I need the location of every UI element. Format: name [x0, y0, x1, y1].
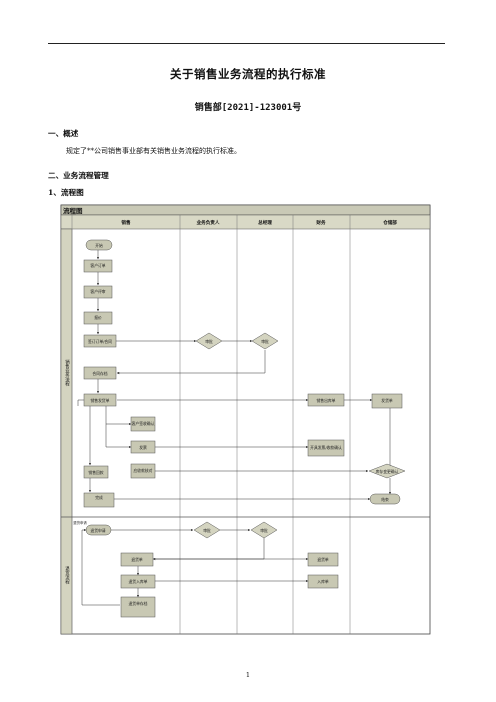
return-archive-node	[120, 596, 156, 618]
sign-contract-node	[83, 334, 117, 348]
approve-gm-node	[251, 332, 279, 350]
sign-contract-label: 签订订单/合同	[88, 339, 112, 344]
warehouse-confirm-label: 库存变更确认	[376, 469, 399, 474]
quote-node	[83, 311, 113, 325]
flowchart-frame	[60, 204, 431, 635]
approve-return-owner-label: 审批	[203, 528, 211, 533]
approve-return-gm-node	[250, 521, 278, 539]
ship-request-node	[83, 393, 117, 407]
column-header-warehouse: 仓储部	[383, 219, 397, 226]
column-header-owner: 业务负责人	[197, 219, 220, 226]
end-node	[369, 493, 401, 505]
confirm-receipt-label: 客户签收确认	[132, 421, 155, 426]
finance-collect-label: 开具发票/收款确认	[310, 445, 342, 450]
section1-text: 规定了**公司销售事业部有关销售业务流程的执行标准。	[66, 147, 241, 155]
return-order-node	[120, 552, 154, 567]
approve-owner-label: 审批	[205, 339, 213, 344]
confirm-receipt-node	[130, 416, 156, 432]
quote-label: 报价	[94, 315, 102, 320]
return-request-label: 退货申请	[90, 528, 105, 533]
customer-order-node	[83, 259, 113, 273]
finance-return-label: 退货单	[317, 557, 329, 562]
warehouse-ship-label: 发货单	[381, 398, 393, 403]
subsection-heading: 1、流程图	[48, 188, 84, 197]
ar-check-label: 应收款核对	[134, 468, 153, 473]
flowchart-title-bar	[60, 204, 431, 216]
customer-order-label: 客户订单	[90, 263, 105, 268]
column-header-sales: 销售	[121, 219, 131, 226]
customer-review-node	[83, 285, 113, 299]
invoice-node	[130, 440, 156, 454]
receivable-label: 销售回款	[88, 470, 103, 475]
receivable-node	[83, 465, 109, 479]
start-node	[85, 239, 113, 251]
ar-check-node	[130, 463, 156, 479]
warehouse-ship-node	[371, 393, 403, 409]
page-number: 1	[245, 671, 251, 679]
return-order-label: 退货单	[131, 557, 143, 562]
contract-archive-label: 合同存档	[92, 371, 107, 376]
approve-return-gm-label: 审批	[260, 528, 268, 533]
finish-order-label: 完成	[95, 495, 103, 500]
lane-label-return: 退货流程	[65, 565, 70, 585]
end-label: 结束	[381, 497, 389, 502]
inbound-label: 入库单	[317, 579, 329, 584]
finance-collect-node	[307, 439, 345, 457]
doc-title: 关于销售业务流程的执行标准	[170, 67, 326, 81]
finance-ship-label: 销售出库单	[317, 398, 336, 403]
warehouse-confirm-node	[368, 463, 406, 479]
section1-heading: 一、概述	[48, 129, 79, 138]
column-header-gm: 总经理	[258, 219, 272, 226]
finance-ship-node	[307, 393, 345, 407]
customer-review-label: 客户评审	[90, 289, 105, 294]
column-header-row	[60, 214, 431, 230]
section2-heading: 二、业务流程管理	[48, 171, 109, 180]
finish-order-node	[83, 492, 115, 508]
return-archive-label: 退货单存档	[129, 601, 148, 606]
start-label: 开始	[95, 243, 103, 248]
approve-gm-label: 审批	[261, 339, 269, 344]
flowchart-title: 流程图	[63, 206, 83, 215]
return-receipt-label: 退货入库单	[129, 579, 148, 584]
finance-return-node	[307, 552, 339, 567]
approve-return-owner-node	[193, 521, 221, 539]
approve-owner-node	[195, 332, 223, 350]
ship-request-label: 销售发货单	[91, 398, 110, 403]
contract-archive-node	[83, 366, 117, 380]
return-receipt-node	[120, 574, 156, 589]
return-request-node	[85, 524, 112, 536]
lane-label-sales: 销售业务流程	[65, 359, 70, 388]
doc-number: 销售部[2021]-123001号	[194, 103, 302, 113]
header-rule	[48, 43, 445, 44]
return-request-note: 退货申请	[73, 520, 87, 525]
invoice-label: 发票	[139, 445, 147, 450]
inbound-node	[307, 574, 339, 589]
column-header-finance: 财务	[315, 219, 326, 226]
